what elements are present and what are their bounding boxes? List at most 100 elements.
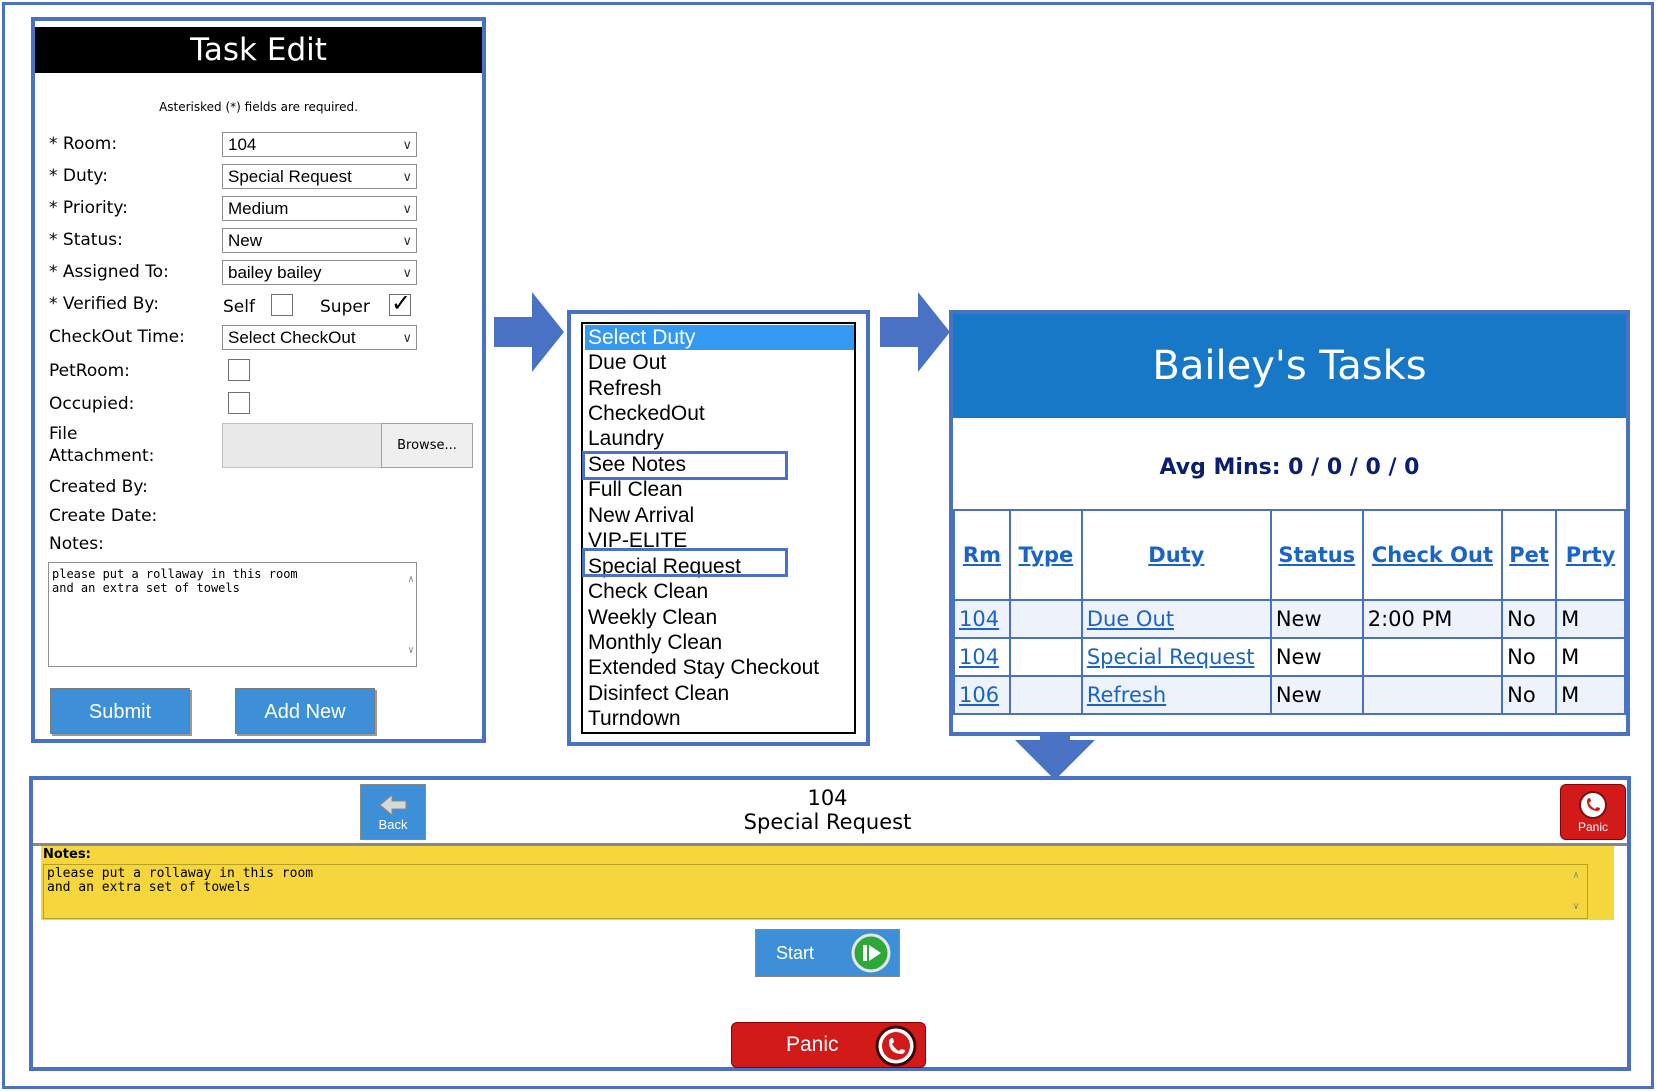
duty-option-disinfect-clean[interactable]: Disinfect Clean	[588, 682, 730, 705]
duty-link[interactable]: Due Out	[1086, 607, 1174, 631]
back-label: Back	[378, 817, 408, 832]
file-attachment-label-2: Attachment:	[49, 446, 155, 466]
notes-textarea[interactable]: please put a rollaway in this room and a…	[48, 562, 417, 667]
room-link[interactable]: 104	[959, 645, 1000, 669]
col-duty[interactable]: Duty	[1080, 509, 1272, 601]
file-path-field[interactable]	[222, 423, 382, 468]
scroll-down-icon[interactable]: ∨	[407, 645, 414, 656]
right-arrow-icon	[494, 292, 564, 372]
col-rm[interactable]: Rm	[953, 509, 1011, 601]
detail-room: 104	[807, 786, 848, 810]
status-cell: New	[1269, 599, 1364, 639]
file-attachment-label: File	[49, 424, 78, 444]
chevron-down-icon: ∨	[402, 265, 412, 280]
duty-link[interactable]: Refresh	[1086, 683, 1167, 707]
notes-label: Notes:	[49, 534, 104, 554]
duty-option-due-out[interactable]: Due Out	[588, 351, 667, 374]
chevron-down-icon: ∨	[402, 169, 412, 184]
special-request-highlight	[582, 548, 788, 577]
room-label: * Room:	[49, 134, 118, 154]
chevron-down-icon: ∨	[402, 201, 412, 216]
pet-cell: No	[1501, 637, 1558, 677]
scroll-down-icon[interactable]: ∨	[1572, 901, 1579, 912]
checkout-time-select-value: Select CheckOut	[228, 328, 356, 347]
status-select[interactable]: New∨	[222, 228, 417, 253]
scroll-up-icon[interactable]: ∧	[1572, 870, 1579, 881]
duty-option-checkedout[interactable]: CheckedOut	[588, 402, 705, 425]
required-note: Asterisked (*) fields are required.	[159, 100, 358, 114]
duty-option-weekly-clean[interactable]: Weekly Clean	[588, 606, 718, 629]
assigned-to-label: * Assigned To:	[49, 262, 169, 282]
duty-link[interactable]: Special Request	[1086, 645, 1255, 669]
back-button[interactable]: Back	[360, 784, 426, 840]
chevron-down-icon: ∨	[402, 137, 412, 152]
type-cell	[1008, 599, 1083, 639]
status-cell: New	[1269, 675, 1364, 715]
panic-small-label: Panic	[1577, 820, 1609, 834]
col-type[interactable]: Type	[1008, 509, 1083, 601]
scroll-up-icon[interactable]: ∧	[407, 574, 414, 585]
verified-by-label: * Verified By:	[49, 294, 159, 314]
duty-option-see-notes[interactable]: See Notes	[588, 453, 687, 476]
duty-option-turndown[interactable]: Turndown	[588, 707, 681, 730]
duty-option-new-arrival[interactable]: New Arrival	[588, 504, 695, 527]
detail-notes-textarea[interactable]: please put a rollaway in this room and a…	[43, 864, 1588, 919]
detail-notes-text: please put a rollaway in this room and a…	[47, 866, 314, 895]
checkout-time-select[interactable]: Select CheckOut ∨	[222, 325, 417, 350]
checkout-cell	[1361, 637, 1504, 677]
duty-option-full-clean[interactable]: Full Clean	[588, 478, 683, 501]
table-header-row: Rm Type Duty Status Check Out Pet Prty	[953, 509, 1626, 601]
duty-select-value: Special Request	[228, 167, 352, 186]
panic-small-button[interactable]: Panic	[1560, 784, 1626, 840]
duty-option-refresh[interactable]: Refresh	[588, 377, 662, 400]
duty-option-extended-stay-checkout[interactable]: Extended Stay Checkout	[588, 656, 820, 679]
duty-option-laundry[interactable]: Laundry	[588, 427, 664, 450]
priority-select[interactable]: Medium ∨	[222, 196, 417, 221]
room-link[interactable]: 106	[959, 683, 1000, 707]
chevron-down-icon: ∨	[402, 330, 412, 345]
checkout-cell: 2:00 PM	[1361, 599, 1504, 639]
duty-option-special-request[interactable]: Special Request	[588, 555, 741, 578]
room-select[interactable]: 104∨	[222, 132, 417, 157]
baileys-tasks-title: Bailey's Tasks	[953, 314, 1626, 418]
start-button[interactable]: Start	[755, 929, 900, 977]
detail-duty: Special Request	[743, 810, 912, 834]
type-cell	[1008, 675, 1083, 715]
browse-button[interactable]: Browse...	[381, 423, 473, 468]
priority-cell: M	[1555, 675, 1626, 715]
type-cell	[1008, 637, 1083, 677]
duty-option-select-duty[interactable]: Select Duty	[585, 325, 854, 350]
add-new-button[interactable]: Add New	[235, 688, 375, 734]
duty-option-vip-elite[interactable]: VIP-ELITE	[588, 529, 688, 552]
duty-select[interactable]: Special Request ∨	[222, 164, 417, 189]
col-pet[interactable]: Pet	[1501, 509, 1558, 601]
duty-option-check-clean[interactable]: Check Clean	[588, 580, 709, 603]
self-checkbox[interactable]	[271, 294, 293, 316]
self-label: Self	[223, 297, 255, 317]
see-notes-highlight	[582, 451, 788, 480]
super-checkbox[interactable]	[389, 289, 411, 317]
priority-cell: M	[1555, 637, 1626, 677]
panic-button[interactable]: Panic	[731, 1022, 926, 1068]
super-label: Super	[320, 297, 370, 317]
phone-icon	[1579, 791, 1607, 819]
col-status[interactable]: Status	[1269, 509, 1364, 601]
priority-cell: M	[1555, 599, 1626, 639]
status-label: * Status:	[49, 230, 123, 250]
detail-notes-label: Notes:	[43, 847, 91, 862]
task-edit-title: Task Edit	[35, 27, 482, 73]
task-detail-panel	[29, 776, 1631, 1071]
col-prty[interactable]: Prty	[1555, 509, 1626, 601]
avg-mins: Avg Mins: 0 / 0 / 0 / 0	[1159, 455, 1420, 480]
occupied-checkbox[interactable]	[228, 392, 250, 414]
priority-select-value: Medium	[228, 199, 289, 218]
petroom-checkbox[interactable]	[228, 359, 250, 381]
assigned-to-select[interactable]: bailey bailey∨	[222, 260, 417, 285]
back-arrow-icon	[379, 793, 407, 817]
room-link[interactable]: 104	[959, 607, 1000, 631]
occupied-label: Occupied:	[49, 394, 135, 414]
col-check-out[interactable]: Check Out	[1361, 509, 1504, 601]
duty-listbox[interactable]: Select Duty Due Out Refresh CheckedOut L…	[581, 322, 856, 734]
submit-button[interactable]: Submit	[50, 688, 190, 734]
duty-option-monthly-clean[interactable]: Monthly Clean	[588, 631, 723, 654]
